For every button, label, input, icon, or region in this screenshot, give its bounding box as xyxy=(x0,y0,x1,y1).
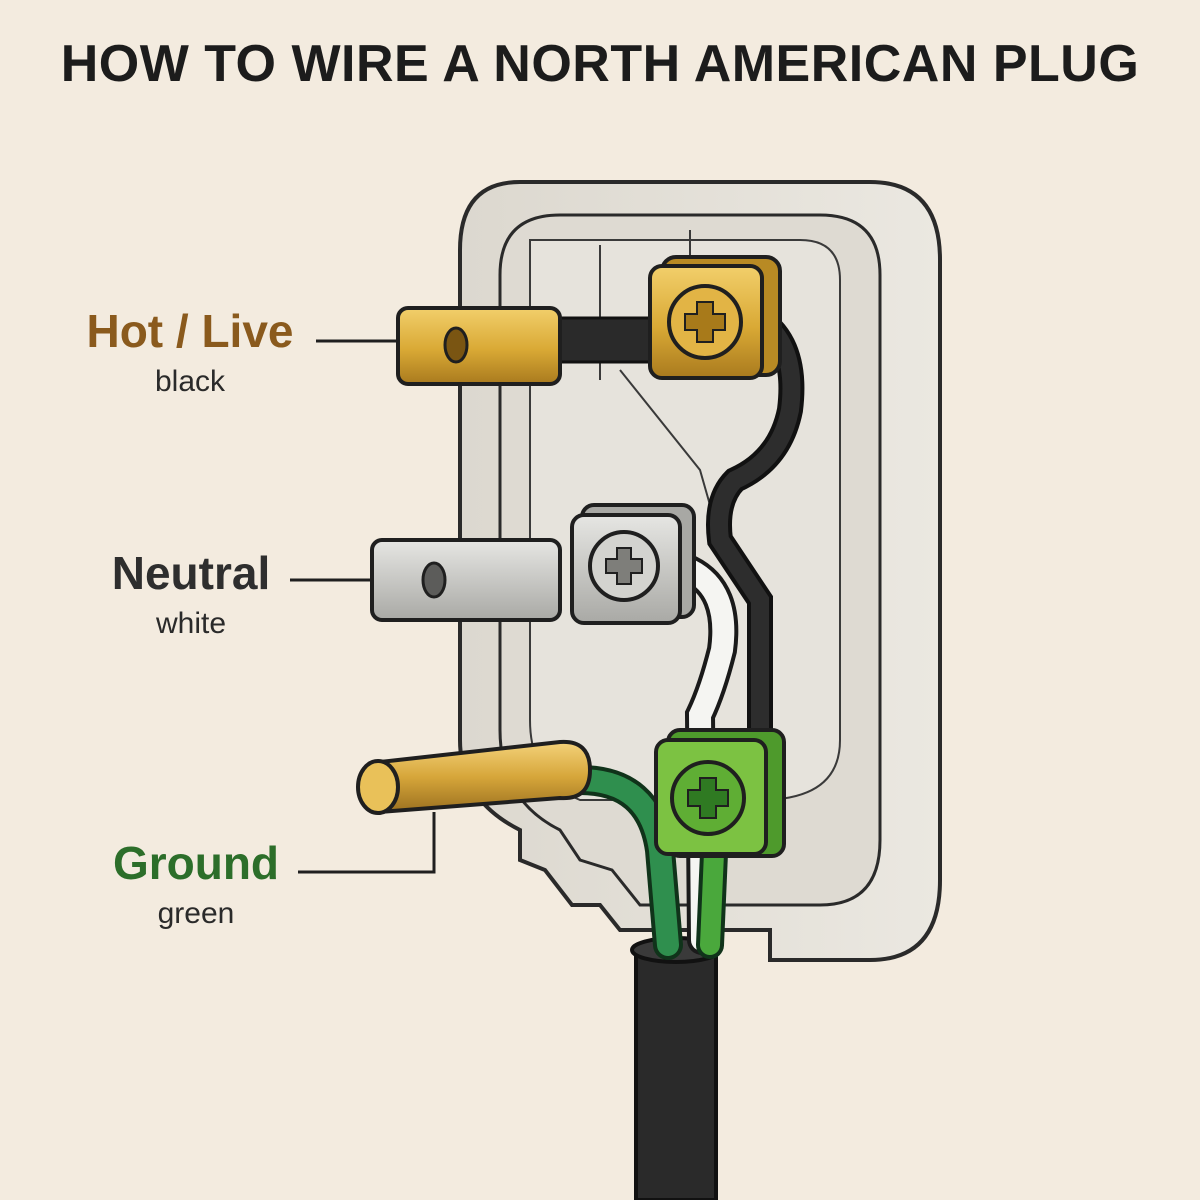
neutral-label-wire-color: white xyxy=(155,606,227,640)
ground-pin xyxy=(356,739,593,815)
neutral-label: Neutral white xyxy=(96,548,286,641)
hot-prong xyxy=(396,306,562,386)
hot-label-name: Hot / Live xyxy=(86,305,294,357)
ground-leader-line xyxy=(298,812,436,874)
ground-label-wire-color: green xyxy=(157,896,235,930)
hot-terminal xyxy=(648,255,782,380)
ground-terminal xyxy=(654,728,786,858)
hot-label: Hot / Live black xyxy=(70,306,310,399)
neutral-terminal xyxy=(570,503,696,625)
neutral-prong xyxy=(370,538,562,622)
ground-label-name: Ground xyxy=(112,837,280,889)
neutral-label-name: Neutral xyxy=(111,547,271,599)
power-cord xyxy=(634,948,718,1200)
silver-screw-icon xyxy=(588,530,660,602)
green-screw-icon xyxy=(670,760,746,836)
page-title: HOW TO WIRE A NORTH AMERICAN PLUG xyxy=(60,35,1140,93)
brass-screw-icon xyxy=(667,284,743,360)
ground-label: Ground green xyxy=(96,838,296,931)
leader-lines xyxy=(290,339,436,874)
hot-label-wire-color: black xyxy=(154,364,226,398)
neutral-wire xyxy=(679,559,735,951)
